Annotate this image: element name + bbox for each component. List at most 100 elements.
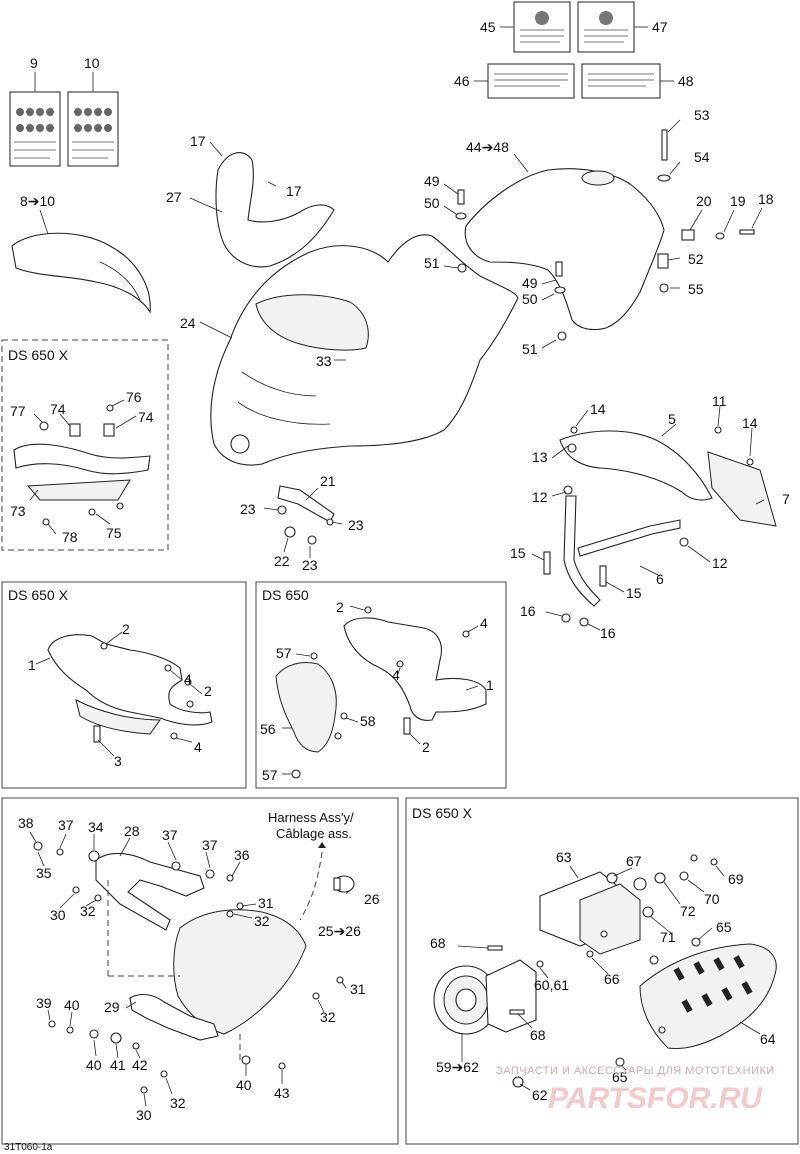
panel-headlight-frame (1, 797, 399, 1145)
fender-support-6 (563, 495, 681, 607)
callout-b31b: 31 (350, 981, 366, 997)
callout-l1: 1 (28, 657, 36, 673)
callout-m1: 1 (486, 677, 494, 693)
callout-51a: 51 (424, 255, 440, 271)
fuel-cap-opening (581, 170, 615, 186)
callout-13: 13 (532, 449, 548, 465)
hardware-73-78 (39, 404, 124, 526)
light-bar-bracket (13, 443, 151, 475)
callout-b34: 34 (88, 819, 104, 835)
callout-10: 10 (84, 55, 100, 71)
front-bumper-ds650 (343, 617, 487, 721)
panel-ds650x-bottom-frame (405, 797, 799, 1145)
callout-49b: 49 (522, 275, 538, 291)
watermark-tagline: ЗАПЧАСТИ И АКСЕССУАРЫ ДЛЯ МОТОТЕХНИКИ (496, 1065, 775, 1077)
callout-m57a: 57 (276, 645, 292, 661)
callout-r6061: 60,61 (534, 977, 569, 993)
callout-m4a: 4 (480, 615, 488, 631)
warning-label-45 (513, 1, 571, 53)
callout-r68b: 68 (530, 1027, 546, 1043)
callout-49a: 49 (424, 173, 440, 189)
callout-m2b: 2 (422, 739, 430, 755)
callout-75: 75 (106, 525, 122, 541)
watermark-brand: PARTSFOR.RU (548, 1082, 763, 1115)
lower-guard-plate (26, 479, 131, 501)
callout-r63: 63 (556, 849, 572, 865)
front-bumper-ds650x (47, 634, 213, 726)
callout-b41: 41 (110, 1057, 126, 1073)
callout-20: 20 (696, 193, 712, 209)
panel-ds650x-left-frame (1, 339, 169, 551)
bulb-socket-26 (333, 875, 355, 893)
panel-ds650x-left-title: DS 650 X (8, 347, 69, 363)
callout-18: 18 (758, 191, 774, 207)
label-45-graphic (535, 11, 549, 25)
callout-l4b: 4 (194, 739, 202, 755)
callout-44-48: 44➔48 (466, 139, 509, 155)
callout-14a: 14 (590, 401, 606, 417)
callout-r72: 72 (680, 903, 696, 919)
round-headlight-59-62 (433, 959, 537, 1035)
hood-round-light (230, 434, 250, 454)
callout-77: 77 (10, 403, 26, 419)
callout-17b: 17 (286, 183, 302, 199)
callout-16a: 16 (520, 603, 536, 619)
callout-15b: 15 (626, 585, 642, 601)
callout-m57b: 57 (262, 767, 278, 783)
callout-l4a: 4 (184, 671, 192, 687)
front-hood-body (210, 234, 519, 466)
warning-label-47 (577, 1, 635, 53)
callout-11: 11 (712, 393, 727, 409)
callout-74a: 74 (50, 401, 66, 417)
callout-5: 5 (668, 411, 676, 427)
callout-78: 78 (62, 529, 78, 545)
mud-flap-7 (707, 451, 777, 527)
callout-b42: 42 (132, 1057, 148, 1073)
hardware-63-72 (487, 854, 718, 1088)
callout-55: 55 (688, 281, 704, 297)
fastener-set-right-tank (657, 129, 755, 293)
callout-b40c: 40 (236, 1077, 252, 1093)
callout-54: 54 (694, 149, 710, 165)
callout-52: 52 (688, 251, 704, 267)
fuel-tank-cover (464, 168, 665, 331)
callout-b39: 39 (36, 995, 52, 1011)
callout-l2a: 2 (122, 621, 130, 637)
callout-23b: 23 (348, 517, 364, 533)
callout-33: 33 (316, 353, 332, 369)
callout-b40a: 40 (64, 997, 80, 1013)
callout-m4b: 4 (392, 667, 400, 683)
callout-b32b: 32 (254, 913, 270, 929)
callout-12a: 12 (532, 489, 548, 505)
callout-m56: 56 (260, 721, 276, 737)
callout-r64: 64 (760, 1031, 776, 1047)
callout-r59to62: 59➔62 (436, 1059, 479, 1075)
callout-73: 73 (10, 503, 26, 519)
callout-b37b: 37 (162, 827, 178, 843)
callout-b32c: 32 (320, 1009, 336, 1025)
harness-label-line1: Harness Ass'y/ (268, 810, 354, 825)
callout-b31a: 31 (258, 895, 274, 911)
callout-r65a: 65 (716, 919, 732, 935)
label-47-graphic (599, 11, 613, 25)
callout-24: 24 (180, 315, 196, 331)
callout-9: 9 (30, 55, 38, 71)
callout-b30b: 30 (136, 1107, 152, 1123)
bumper-skid-panel (75, 699, 161, 735)
callout-b37c: 37 (202, 837, 218, 853)
callout-b35: 35 (36, 865, 52, 881)
hood-windscreen (255, 294, 369, 351)
panel-ds650x-mid-title: DS 650 X (8, 587, 69, 603)
callout-b30a: 30 (50, 907, 66, 923)
callout-53: 53 (694, 107, 710, 123)
callout-b32d: 32 (170, 1095, 186, 1111)
callout-m2a: 2 (336, 599, 344, 615)
callout-7: 7 (782, 491, 790, 507)
fastener-set-49-51b (554, 261, 567, 341)
callout-8-10: 8➔10 (20, 193, 55, 209)
callout-12b: 12 (712, 555, 728, 571)
hardware-l2-l4 (93, 642, 194, 743)
callout-l3: 3 (114, 753, 122, 769)
mount-bracket-21 (277, 485, 335, 523)
